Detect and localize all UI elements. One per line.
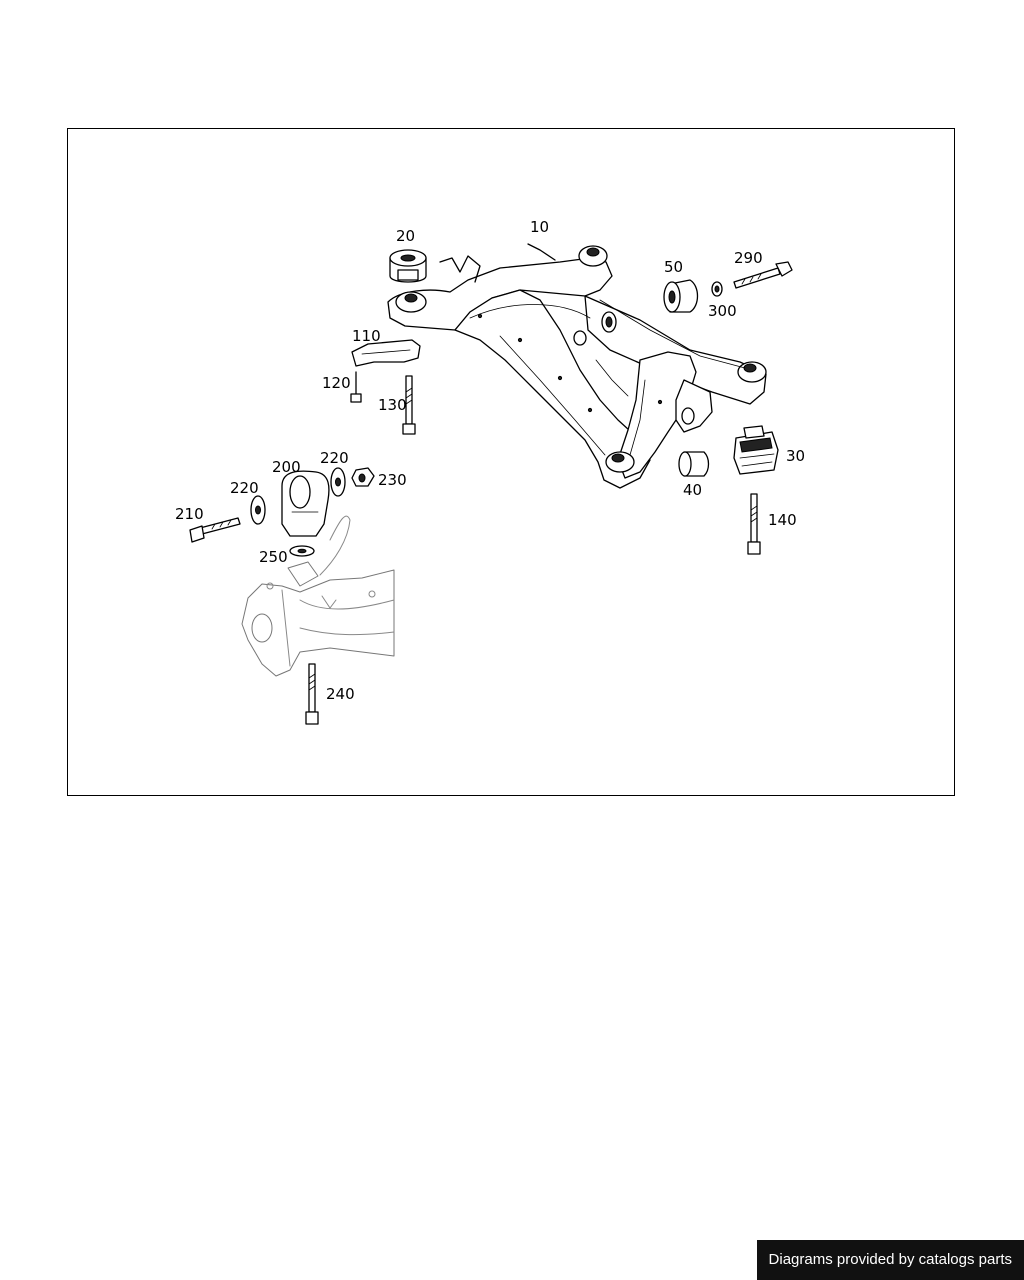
washer-part-300[interactable] — [711, 281, 723, 297]
mount-part-200[interactable] — [281, 470, 330, 537]
callout-40: 40 — [683, 481, 702, 499]
callout-30: 30 — [786, 447, 805, 465]
callout-230: 230 — [378, 471, 407, 489]
mount-part-30[interactable] — [733, 425, 779, 475]
callout-290: 290 — [734, 249, 763, 267]
bolt-part-130[interactable] — [402, 375, 416, 435]
washer-part-250[interactable] — [289, 545, 315, 557]
callout-220-right: 220 — [320, 449, 349, 467]
bolt-part-140[interactable] — [747, 493, 761, 555]
diagram-frame — [67, 128, 955, 796]
subframe-part-10[interactable] — [387, 243, 767, 489]
credit-text: Diagrams provided by catalogs parts — [768, 1251, 1012, 1268]
bushing-part-20[interactable] — [389, 249, 427, 283]
callout-20: 20 — [396, 227, 415, 245]
callout-240: 240 — [326, 685, 355, 703]
callout-140: 140 — [768, 511, 797, 529]
callout-300: 300 — [708, 302, 737, 320]
bracket-part-110[interactable] — [351, 339, 421, 367]
bushing-part-40[interactable] — [678, 451, 710, 477]
washer-part-220-right[interactable] — [330, 467, 346, 497]
callout-50: 50 — [664, 258, 683, 276]
bolt-part-290[interactable] — [733, 261, 793, 289]
callout-110: 110 — [352, 327, 381, 345]
washer-part-220-left[interactable] — [250, 495, 266, 525]
callout-250: 250 — [259, 548, 288, 566]
bolt-part-240[interactable] — [305, 663, 319, 725]
callout-220-left: 220 — [230, 479, 259, 497]
bolt-part-120[interactable] — [350, 371, 362, 403]
callout-210: 210 — [175, 505, 204, 523]
callout-130: 130 — [378, 396, 407, 414]
callout-10: 10 — [530, 218, 549, 236]
callout-120: 120 — [322, 374, 351, 392]
callout-200: 200 — [272, 458, 301, 476]
bolt-part-210[interactable] — [189, 517, 241, 543]
differential-housing — [241, 515, 395, 677]
bushing-part-50[interactable] — [663, 279, 699, 313]
nut-part-230[interactable] — [351, 467, 375, 487]
credit-banner: Diagrams provided by catalogs parts — [756, 1240, 1024, 1280]
